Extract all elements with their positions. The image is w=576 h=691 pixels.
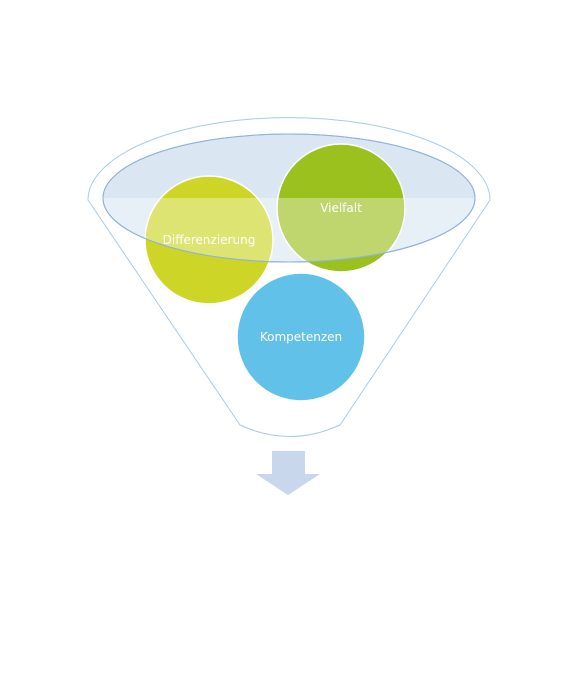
- circle-differenzierung: [144, 175, 274, 305]
- circle-kompetenzen: [236, 272, 366, 402]
- label-vielfalt: Vielfalt: [320, 201, 362, 215]
- label-kompetenzen: Kompetenzen: [260, 330, 342, 344]
- circle-vielfalt: [276, 143, 406, 273]
- down-arrow-icon: [256, 451, 320, 495]
- funnel-rim-outline: [102, 133, 476, 263]
- label-differenzierung: Differenzierung: [163, 233, 256, 247]
